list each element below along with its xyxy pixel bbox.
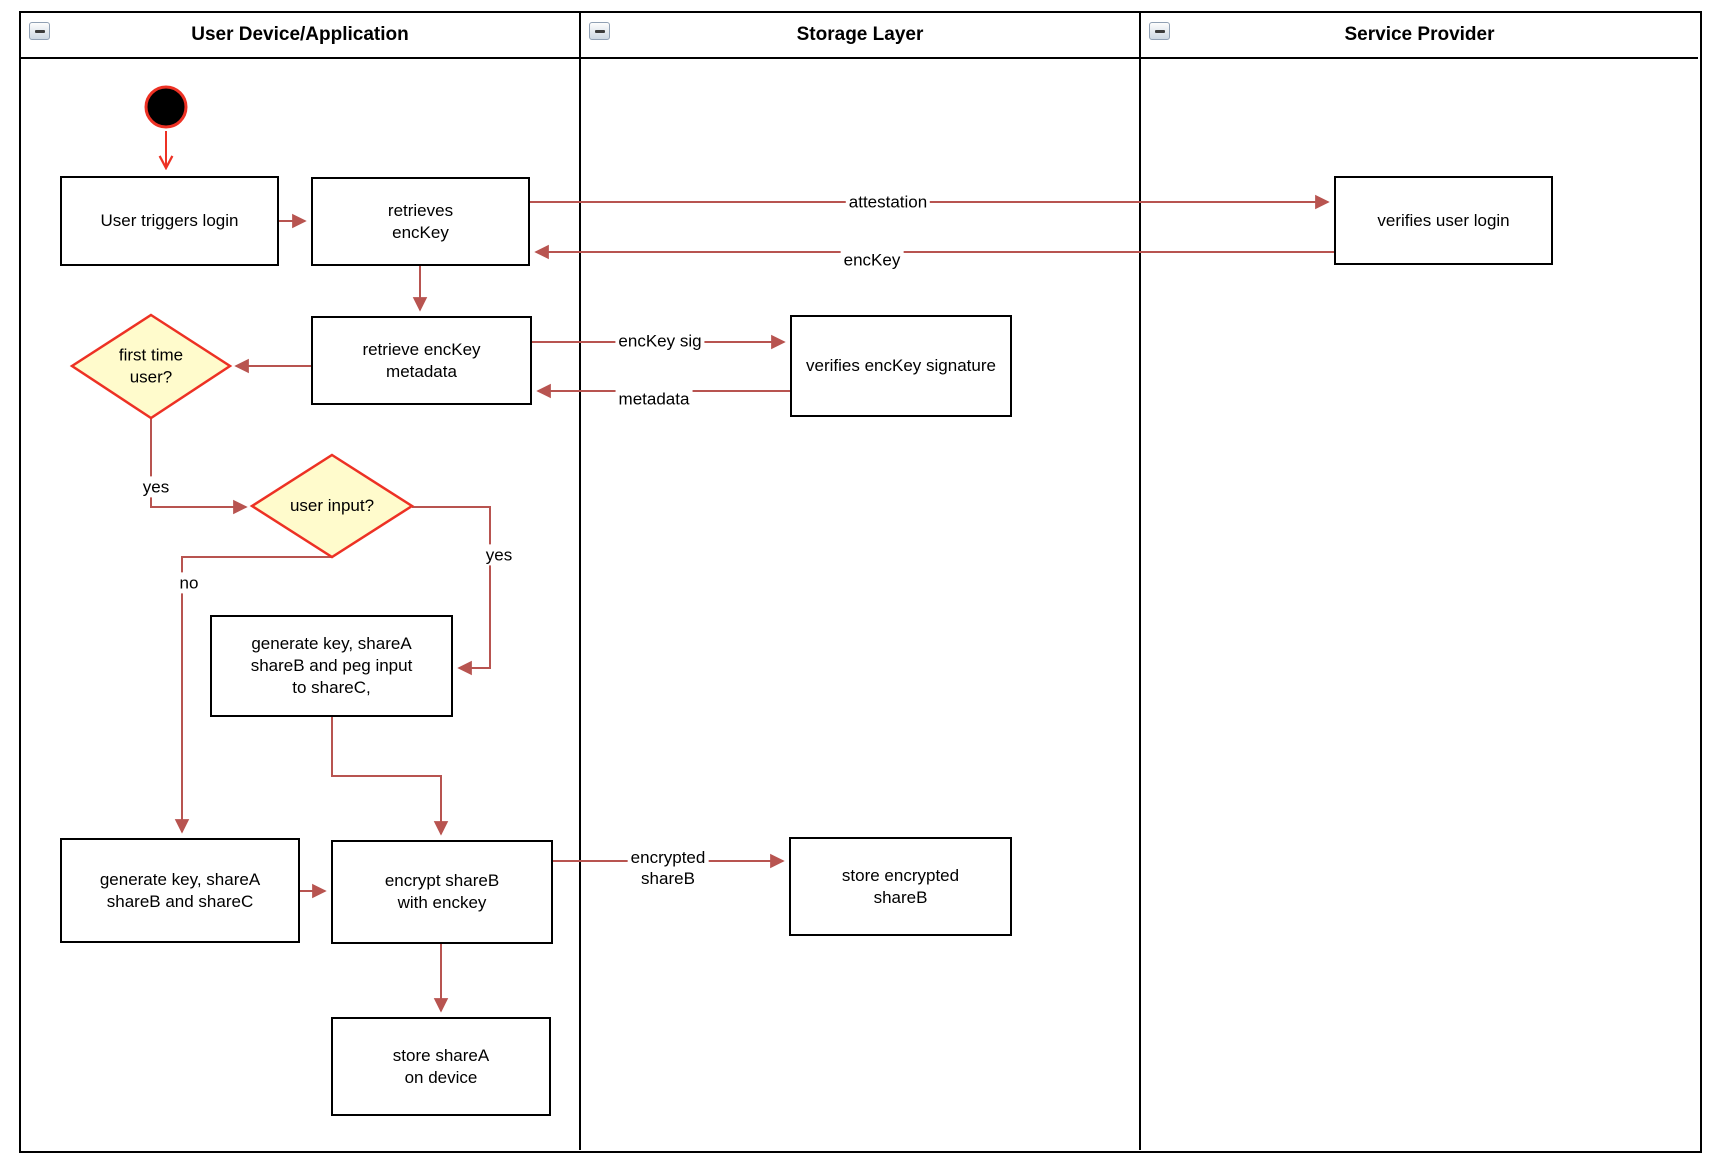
- lane-divider-1: [579, 12, 581, 1150]
- edge-yes-to-userinput: [150, 418, 246, 507]
- edge-label-yes-first-time: yes: [139, 476, 173, 498]
- node-label: generate key, shareA shareB and peg inpu…: [250, 634, 413, 697]
- node-label: verifies encKey signature: [806, 356, 996, 376]
- node-label: generate key, shareA shareB and shareC: [99, 869, 261, 911]
- minus-icon: [34, 29, 45, 33]
- node-verifies-user-login[interactable]: verifies user login: [1334, 176, 1553, 265]
- node-verifies-enckey-signature[interactable]: verifies encKey signature: [790, 315, 1012, 417]
- node-label: store encrypted shareB: [841, 865, 960, 907]
- node-label: store shareA on device: [392, 1045, 490, 1087]
- edge-peg-to-encrypt: [331, 717, 441, 834]
- node-label: User triggers login: [100, 211, 239, 231]
- edge-label-yes-user-input: yes: [482, 544, 516, 566]
- edge-label-metadata: metadata: [615, 388, 693, 410]
- edge-label-no-user-input: no: [176, 572, 202, 594]
- lane-title: User Device/Application: [191, 24, 409, 45]
- header-divider: [20, 57, 1698, 59]
- node-generate-key-abc[interactable]: generate key, shareA shareB and shareC: [60, 838, 300, 943]
- lane-title: Storage Layer: [796, 24, 924, 45]
- node-store-sharea-on-device[interactable]: store shareA on device: [331, 1017, 551, 1116]
- node-label: retrieves encKey: [387, 200, 454, 242]
- edge-no-to-generate-abc: [182, 556, 332, 832]
- node-store-encrypted-shareb[interactable]: store encrypted shareB: [789, 837, 1012, 936]
- minus-icon: [1154, 29, 1165, 33]
- lane-title: Service Provider: [1344, 24, 1495, 45]
- collapse-lane-icon[interactable]: [589, 22, 610, 40]
- node-encrypt-shareb[interactable]: encrypt shareB with enckey: [331, 840, 553, 944]
- node-retrieves-enckey[interactable]: retrieves encKey: [311, 177, 530, 266]
- node-user-triggers-login[interactable]: User triggers login: [60, 176, 279, 266]
- lane-header-storage-layer: Storage Layer: [581, 13, 1139, 57]
- edge-yes-to-generate-peg: [412, 506, 491, 668]
- edge-label-enckey-sig: encKey sig: [615, 330, 705, 352]
- node-label: encrypt shareB with enckey: [384, 871, 500, 912]
- node-label: retrieve encKey metadata: [362, 339, 481, 381]
- node-label: verifies user login: [1377, 210, 1510, 230]
- minus-icon: [594, 29, 605, 33]
- edge-label-encrypted-shareb: encrypted shareB: [627, 846, 709, 890]
- edge-label-enckey: encKey: [840, 249, 904, 271]
- node-generate-key-peg-input[interactable]: generate key, shareA shareB and peg inpu…: [210, 615, 453, 717]
- first-time-user-diamond[interactable]: [69, 313, 233, 420]
- collapse-lane-icon[interactable]: [29, 22, 50, 40]
- lane-divider-2: [1139, 12, 1141, 1150]
- edge-label-attestation: attestation: [845, 191, 931, 213]
- node-retrieve-enckey-metadata[interactable]: retrieve encKey metadata: [311, 316, 532, 405]
- collapse-lane-icon[interactable]: [1149, 22, 1170, 40]
- lane-header-user-device: User Device/Application: [21, 13, 579, 57]
- pool-border: [19, 11, 1702, 1153]
- lane-header-service-provider: Service Provider: [1141, 13, 1698, 57]
- user-input-diamond[interactable]: [249, 453, 415, 559]
- start-node[interactable]: [144, 85, 188, 129]
